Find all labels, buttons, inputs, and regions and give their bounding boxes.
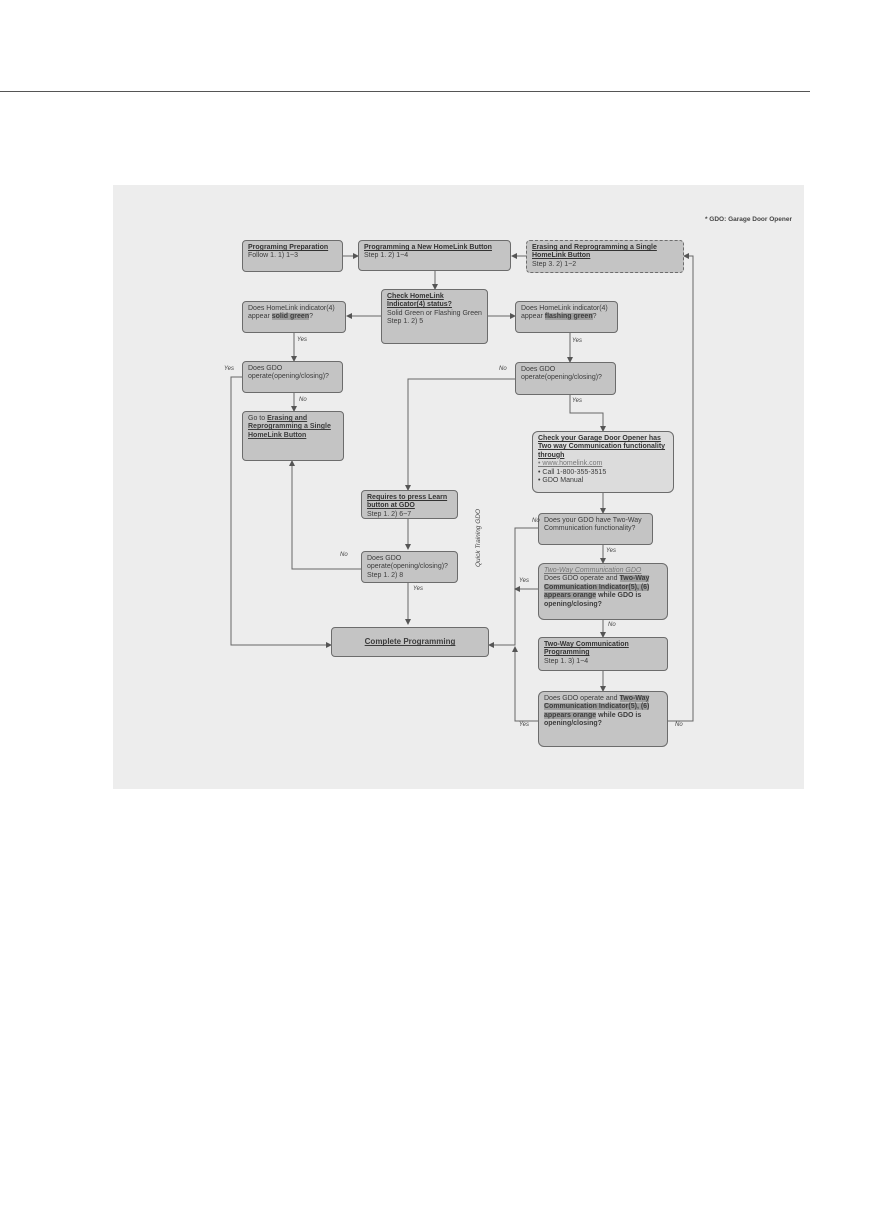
label-yes: Yes — [224, 366, 235, 372]
node-link-text: Erasing and Reprogramming a Single HomeL… — [248, 415, 331, 439]
label-no: No — [532, 518, 540, 524]
node-gdo-operate-middle: Does GDO operate(opening/closing)? Step … — [361, 551, 458, 583]
node-body: Does your GDO have Two-Way Communication… — [544, 517, 642, 533]
node-step: Step 1. 2) 8 — [367, 571, 404, 579]
label-no: No — [675, 722, 683, 728]
node-text-end: while GDO is opening/closing? — [544, 711, 642, 728]
node-title: Two-Way Communication Programming — [544, 641, 629, 657]
node-solid-green-question: Does HomeLink indicator(4) appear solid … — [242, 301, 346, 333]
node-text: Does GDO operate and — [544, 695, 620, 702]
flowchart-connectors — [230, 253, 694, 722]
label-yes: Yes — [519, 722, 530, 728]
node-highlight: solid green — [271, 313, 310, 321]
node-text-end: ? — [592, 313, 597, 321]
label-yes: Yes — [413, 586, 424, 592]
node-item-website: • www.homelink.com — [538, 460, 603, 468]
node-text-end: ? — [309, 313, 313, 321]
node-title: Complete Programming — [364, 637, 456, 647]
node-gdo-operate-left: Does GDO operate(opening/closing)? — [242, 361, 343, 393]
node-flashing-green-question: Does HomeLink indicator(4) appear flashi… — [515, 301, 618, 333]
node-check-homelink-status: Check HomeLink Indicator(4) status? Soli… — [381, 289, 488, 344]
node-two-way-gdo: Two-Way Communication GDO Does GDO opera… — [538, 563, 668, 620]
node-text: Does HomeLink indicator(4) appear — [521, 305, 608, 321]
node-goto-erasing: Go to Erasing and Reprogramming a Single… — [242, 411, 344, 461]
node-programming-preparation: Programing Preparation Follow 1. 1) 1~3 — [242, 240, 343, 272]
label-no: No — [299, 397, 307, 403]
node-erasing-reprogramming: Erasing and Reprogramming a Single HomeL… — [526, 240, 684, 273]
label-no: No — [340, 552, 348, 558]
node-body: Does GDO operate(opening/closing)? — [367, 555, 448, 571]
node-title: Programing Preparation — [248, 244, 329, 251]
node-body: Step 1. 3) 1~4 — [544, 657, 589, 665]
node-text-end: while GDO is opening/closing? — [544, 592, 642, 608]
node-body: Step 1. 2) 1~4 — [364, 252, 409, 260]
label-no: No — [499, 366, 507, 372]
node-title: Erasing and Reprogramming a Single HomeL… — [532, 244, 657, 260]
quick-training-label: Quick Training GDO — [475, 508, 482, 567]
node-complete-programming: Complete Programming — [331, 627, 489, 657]
node-text: Does HomeLink indicator(4) appear — [248, 305, 335, 321]
node-title: Two-Way Communication GDO — [544, 567, 642, 574]
label-yes: Yes — [572, 338, 583, 344]
top-rule — [0, 91, 810, 92]
node-highlight: flashing green — [544, 313, 593, 321]
label-no: No — [608, 622, 616, 628]
node-final-two-way-question: Does GDO operate and Two-Way Communicati… — [538, 691, 668, 747]
node-learn-button: Requires to press Learn button at GDO St… — [361, 490, 458, 519]
node-item-phone: • Call 1-800-355-3515 — [538, 468, 607, 476]
node-programming-new-button: Programming a New HomeLink Button Step 1… — [358, 240, 511, 271]
node-item-manual: • GDO Manual — [538, 476, 584, 484]
flowchart-figure: * GDO: Garage Door Opener Programing Pre… — [113, 185, 804, 789]
gdo-footnote: * GDO: Garage Door Opener — [704, 216, 792, 223]
node-two-way-programming: Two-Way Communication Programming Step 1… — [538, 637, 668, 671]
node-body: Does GDO operate(opening/closing)? — [521, 366, 602, 382]
node-title: Programming a New HomeLink Button — [364, 244, 492, 251]
node-body: Follow 1. 1) 1~3 — [248, 252, 298, 260]
node-check-garage-door-opener: Check your Garage Door Opener has Two wa… — [532, 431, 674, 493]
label-yes: Yes — [297, 337, 308, 343]
label-yes: Yes — [519, 578, 530, 584]
node-title: Requires to press Learn button at GDO — [367, 494, 448, 510]
node-title: Check HomeLink Indicator(4) status? — [387, 293, 452, 309]
node-two-way-question: Does your GDO have Two-Way Communication… — [538, 513, 653, 545]
label-yes: Yes — [606, 548, 617, 554]
node-title: Check your Garage Door Opener has Two wa… — [538, 435, 666, 459]
node-text: Go to — [248, 415, 268, 422]
node-gdo-operate-right: Does GDO operate(opening/closing)? — [515, 362, 616, 395]
label-yes: Yes — [572, 398, 583, 404]
node-body: Step 3. 2) 1~2 — [532, 260, 577, 268]
node-body: Solid Green or Flashing Green — [387, 309, 482, 317]
node-body: Step 1. 2) 6~7 — [367, 510, 412, 518]
node-body: Does GDO operate(opening/closing)? — [248, 365, 329, 381]
node-text: Does GDO operate and — [544, 575, 620, 583]
node-step: Step 1. 2) 5 — [387, 318, 424, 326]
